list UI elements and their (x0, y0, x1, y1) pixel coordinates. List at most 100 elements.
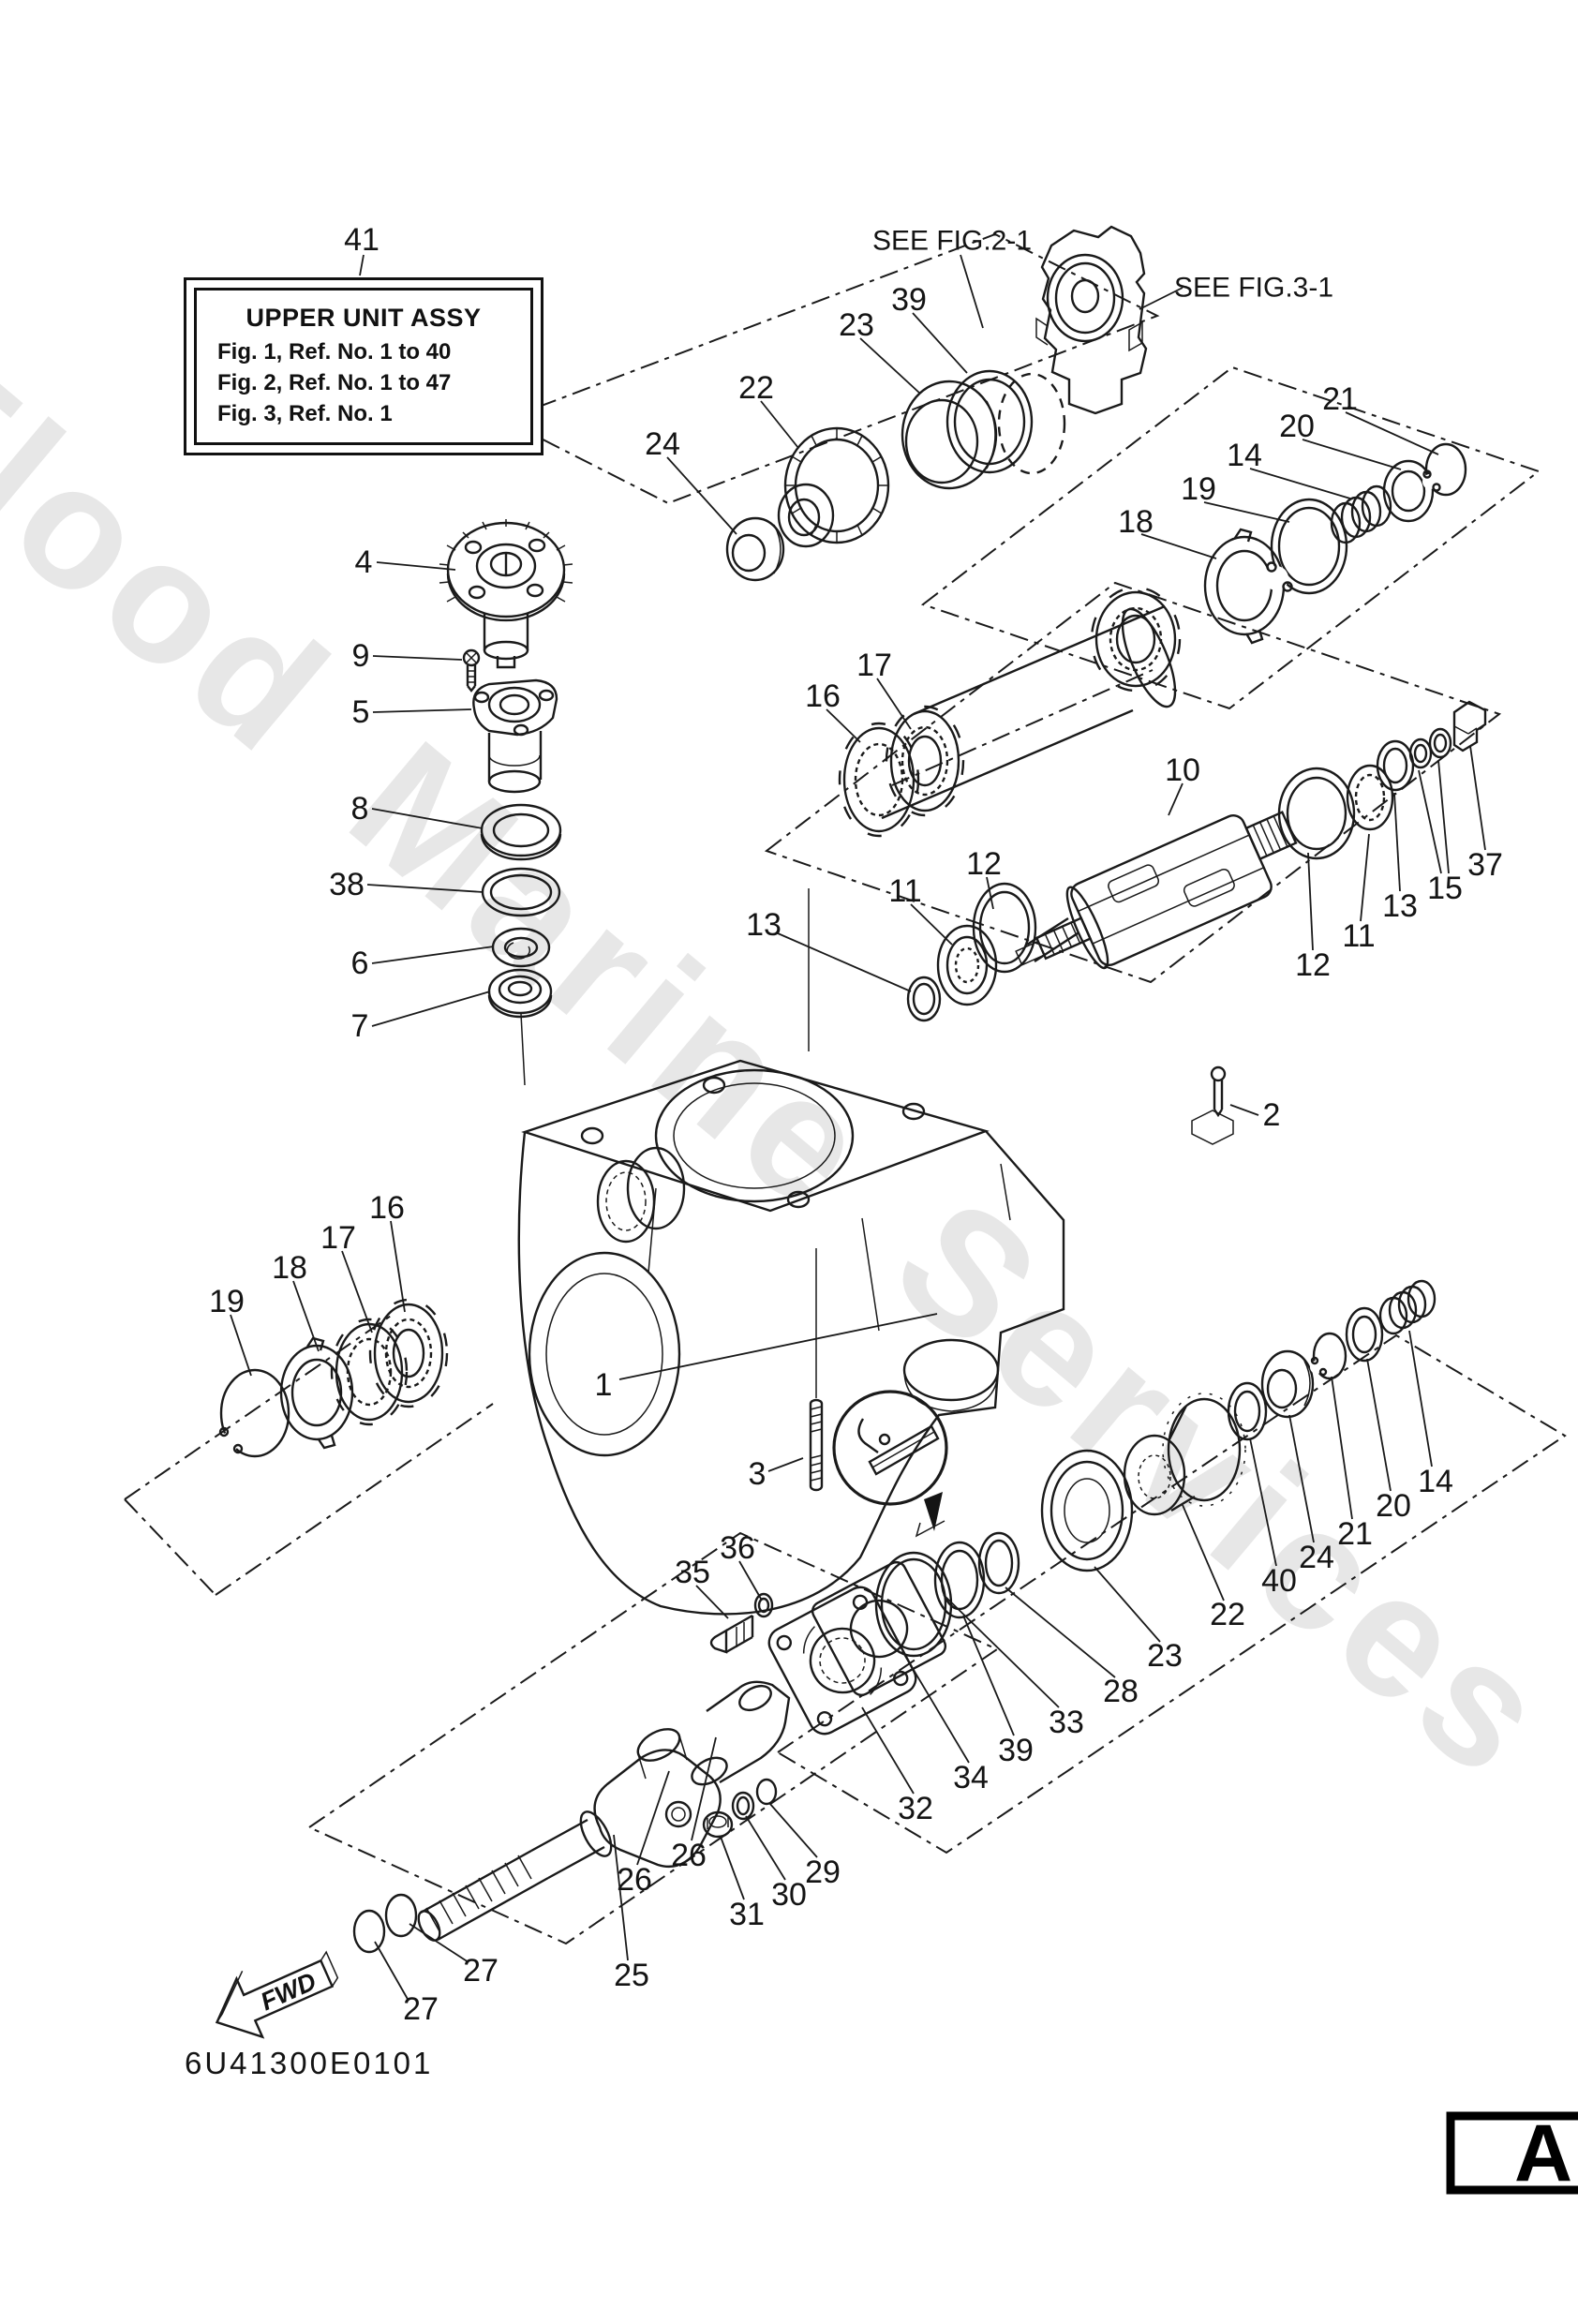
callout-15: 15 (1427, 871, 1463, 906)
anode-37 (1452, 700, 1487, 752)
bracket-32 (767, 1586, 917, 1736)
callout-10: 10 (1165, 752, 1200, 788)
stud-3 (809, 1398, 824, 1492)
callout-39: 39 (998, 1733, 1034, 1768)
snap-ring-19-lower (217, 1368, 290, 1458)
callout-3: 3 (749, 1456, 767, 1492)
drawing-code: 6U41300E0101 (185, 2046, 433, 2080)
bearing-24-lower (1260, 1349, 1315, 1419)
callout-14: 14 (1227, 438, 1262, 473)
callout-leader (826, 708, 861, 743)
callout-leader (910, 903, 953, 946)
callout-12: 12 (966, 846, 1002, 882)
fig2-ghost-part (997, 372, 1066, 475)
callout-16: 16 (369, 1190, 405, 1226)
callout-leader (292, 1280, 320, 1352)
impeller-4 (439, 519, 573, 669)
callout-36: 36 (720, 1530, 755, 1566)
callout-leader (1249, 468, 1351, 499)
callout-leader (341, 1250, 373, 1333)
fig-ref-line-3: Fig. 3, Ref. No. 1 (217, 401, 393, 426)
callout-39: 39 (891, 282, 927, 318)
ring-nut-16-lower (368, 1298, 449, 1408)
callout-5: 5 (352, 694, 370, 730)
callout-17: 17 (320, 1220, 356, 1256)
callout-41: 41 (344, 222, 380, 258)
callout-20: 20 (1279, 409, 1315, 444)
callout-leader (1469, 745, 1486, 851)
callout-leader (390, 1220, 406, 1313)
spring-14-upper (1330, 484, 1392, 544)
washers-15 (1408, 727, 1452, 769)
washer-17-lower (330, 1318, 409, 1426)
orings-27 (352, 1893, 418, 1954)
callout-19: 19 (209, 1284, 245, 1319)
callout-37: 37 (1467, 847, 1503, 883)
callout-22: 22 (738, 370, 774, 406)
ring-40 (1227, 1381, 1268, 1441)
gear-housing-1 (517, 1059, 1065, 1616)
callout-leader (901, 1650, 970, 1764)
callout-leader (859, 337, 921, 395)
callout-32: 32 (898, 1791, 933, 1826)
callout-leader (695, 1585, 729, 1619)
ujoint-shaft-25 (417, 1810, 613, 1942)
page-marker-box: A (1446, 2108, 1578, 2198)
callout-25: 25 (614, 1958, 649, 1993)
callout-35: 35 (675, 1555, 710, 1590)
ujoint-body-26 (593, 1680, 791, 1869)
bearing-24 (725, 516, 785, 582)
oring-38 (481, 867, 561, 917)
ring-39-lower (933, 1541, 986, 1619)
callout-leader (372, 708, 472, 713)
snap-ring-21-upper (1422, 442, 1467, 497)
callout-1: 1 (595, 1367, 613, 1403)
callout-leader (1203, 501, 1290, 523)
callout-leader (943, 1594, 1060, 1708)
callout-leader (1366, 1358, 1392, 1492)
callout-leader (1288, 1414, 1315, 1543)
callout-19: 19 (1181, 471, 1216, 507)
callout-leader (1005, 1587, 1116, 1678)
callout-7: 7 (351, 1008, 369, 1044)
seal-23-lower (1040, 1449, 1134, 1572)
callout-leader (1393, 792, 1401, 892)
callout-38: 38 (329, 867, 365, 902)
callout-layer: 4149583867242223391819142021171610121113… (209, 222, 1503, 2027)
driveshaft-tube (881, 604, 1177, 820)
callout-17: 17 (856, 648, 892, 683)
callout-leader (1249, 1438, 1277, 1567)
callout-leader (409, 1923, 469, 1963)
callout-9: 9 (352, 638, 370, 674)
ring-nut-17-center (885, 705, 965, 817)
callout-leader (359, 254, 365, 276)
callout-18: 18 (272, 1250, 307, 1286)
legend-box: UPPER UNIT ASSY Fig. 1, Ref. No. 1 to 40… (184, 277, 543, 455)
callout-leader (1437, 759, 1450, 874)
rotor-10 (1015, 811, 1298, 970)
callout-21: 21 (1337, 1516, 1373, 1552)
snap-ring-19-upper (1264, 498, 1348, 595)
callout-leader (962, 1615, 1015, 1736)
callout-leader (371, 808, 484, 829)
callout-20: 20 (1376, 1488, 1411, 1524)
callout-leader (376, 561, 456, 571)
callout-leader (366, 884, 484, 893)
callout-leader (666, 456, 737, 535)
callout-6: 6 (351, 946, 369, 981)
fig-ref-line-2: Fig. 2, Ref. No. 1 to 47 (217, 370, 452, 395)
callout-leader (912, 312, 968, 374)
callout-23: 23 (839, 307, 874, 343)
callout-leader (371, 946, 495, 964)
nut-31 (702, 1810, 734, 1839)
callout-leader (1094, 1566, 1161, 1643)
ring-13-right (1376, 739, 1415, 792)
callout-22: 22 (1210, 1597, 1245, 1632)
callout-23: 23 (1147, 1638, 1183, 1674)
screw-9 (462, 648, 481, 693)
callout-leader (1360, 833, 1370, 922)
callout-26: 26 (617, 1862, 652, 1898)
callout-11: 11 (888, 873, 921, 909)
callout-18: 18 (1118, 504, 1154, 540)
gear-22-lower (1123, 1393, 1246, 1516)
